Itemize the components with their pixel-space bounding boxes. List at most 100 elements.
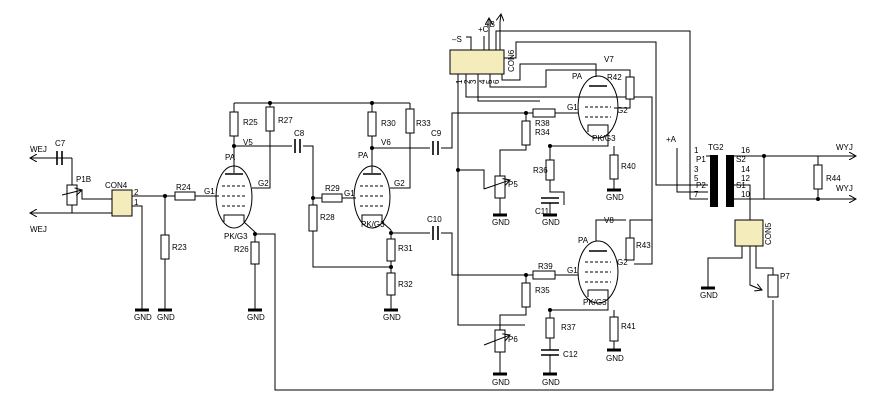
- v8-stage: [483, 219, 652, 376]
- label-gnd-r32: GND: [383, 313, 401, 322]
- label-p7: P7: [780, 272, 790, 281]
- r23-resistor: [160, 234, 170, 260]
- label-s1: S1: [736, 181, 746, 190]
- r33-resistor: [405, 108, 415, 134]
- label-wyj-bottom: WYJ: [836, 184, 853, 193]
- label-g1-v8: G1: [567, 266, 578, 275]
- v5-stage: [215, 101, 774, 391]
- label-r38: R38: [535, 119, 550, 128]
- label-r42: R42: [607, 73, 622, 82]
- r25-resistor: [229, 111, 239, 137]
- label-p1b: P1B: [76, 175, 91, 184]
- label-gnd-r41: GND: [606, 354, 624, 363]
- r41-resistor: [609, 316, 619, 342]
- label-pkg3-v7: PK/G3: [592, 134, 616, 143]
- label-r30: R30: [381, 119, 396, 128]
- v8-tube: [577, 240, 619, 304]
- label-t3: 3: [694, 165, 699, 174]
- label-r40: R40: [621, 162, 636, 171]
- label-gnd-p5: GND: [492, 218, 510, 227]
- label-t10: 10: [741, 190, 750, 199]
- p5-potentiometer: [494, 175, 506, 199]
- r40-resistor: [609, 154, 619, 180]
- r29-resistor: [321, 193, 343, 203]
- r27-resistor: [265, 106, 275, 132]
- label-s2: S2: [736, 155, 746, 164]
- label-r27: R27: [278, 116, 293, 125]
- p1b-potentiometer: [66, 184, 78, 206]
- input-section: [30, 151, 219, 312]
- label-pa-v6: PA: [358, 151, 369, 160]
- tg2-primary-core: [710, 155, 718, 207]
- r31-resistor: [386, 238, 396, 262]
- label-c9: C9: [431, 129, 442, 138]
- label-r25: R25: [243, 118, 258, 127]
- label-con6-pin3: 3: [469, 79, 478, 84]
- label-con4: CON4: [105, 181, 128, 190]
- label-c8: C8: [294, 129, 305, 138]
- label-g2-v7: G2: [617, 106, 628, 115]
- output-transformer-section: [676, 148, 856, 298]
- label-r24: R24: [176, 183, 191, 192]
- label-t1: 1: [694, 146, 699, 155]
- label-g1-v7: G1: [567, 103, 578, 112]
- label-pa-v5: PA: [225, 153, 236, 162]
- label-gnd-p6: GND: [492, 378, 510, 387]
- r43-resistor: [625, 237, 635, 261]
- label-v7: V7: [604, 55, 614, 64]
- label-plus-b: +B: [485, 20, 495, 29]
- label-con6-pin1: 1: [455, 79, 464, 84]
- r38-resistor: [532, 108, 556, 118]
- r32-resistor: [386, 272, 396, 296]
- label-con6-pin4: 4: [478, 79, 487, 84]
- label-v6: V6: [381, 138, 391, 147]
- r26-resistor: [250, 241, 260, 265]
- con6-section: [449, 14, 708, 326]
- labels: WEJ WEJ C7 P1B CON4 2 1 R24 G1 R23 R25 R…: [30, 20, 853, 387]
- label-r33: R33: [416, 119, 431, 128]
- r39-resistor: [532, 270, 556, 280]
- label-con4-pin2: 2: [134, 188, 139, 197]
- label-g2-v8: G2: [617, 258, 628, 267]
- label-c10: C10: [427, 215, 442, 224]
- label-plus-c: +C: [478, 25, 489, 34]
- v7-stage: [456, 75, 635, 217]
- label-p2: P2: [696, 181, 706, 190]
- label-gnd-con4: GND: [134, 313, 152, 322]
- label-con5: CON5: [764, 222, 773, 245]
- label-con6-pin6: 6: [492, 79, 501, 84]
- label-p5: P5: [508, 180, 518, 189]
- label-minus-s: –S: [452, 35, 462, 44]
- label-con6-pin5: 5: [485, 79, 494, 84]
- label-r26: R26: [234, 245, 249, 254]
- label-t12: 12: [741, 174, 750, 183]
- con5-connector: [734, 219, 764, 247]
- label-r41: R41: [621, 322, 636, 331]
- label-g1-v5: G1: [204, 187, 215, 196]
- label-t14: 14: [741, 165, 750, 174]
- label-p6: P6: [508, 335, 518, 344]
- label-tg2: TG2: [708, 143, 724, 152]
- label-r35: R35: [535, 286, 550, 295]
- label-r29: R29: [325, 184, 340, 193]
- r35-resistor: [521, 282, 531, 308]
- label-gnd-c12: GND: [542, 378, 560, 387]
- label-r39: R39: [538, 262, 553, 271]
- label-v5: V5: [243, 138, 253, 147]
- label-r28: R28: [320, 213, 335, 222]
- label-wej-bottom: WEJ: [30, 225, 47, 234]
- label-con6: CON6: [507, 49, 516, 72]
- v5-tube: [215, 165, 253, 229]
- label-g2-v6: G2: [394, 179, 405, 188]
- v6-tube: [353, 165, 391, 229]
- r30-resistor: [367, 111, 377, 137]
- label-con6-pin2: 2: [463, 79, 472, 84]
- label-pa-v7: PA: [572, 72, 583, 81]
- v7-tube: [577, 75, 619, 139]
- label-r43: R43: [636, 241, 651, 250]
- label-c12: C12: [563, 350, 578, 359]
- label-r34: R34: [535, 128, 550, 137]
- tg2-secondary-core: [726, 155, 734, 207]
- label-pkg3-v5: PK/G3: [224, 232, 248, 241]
